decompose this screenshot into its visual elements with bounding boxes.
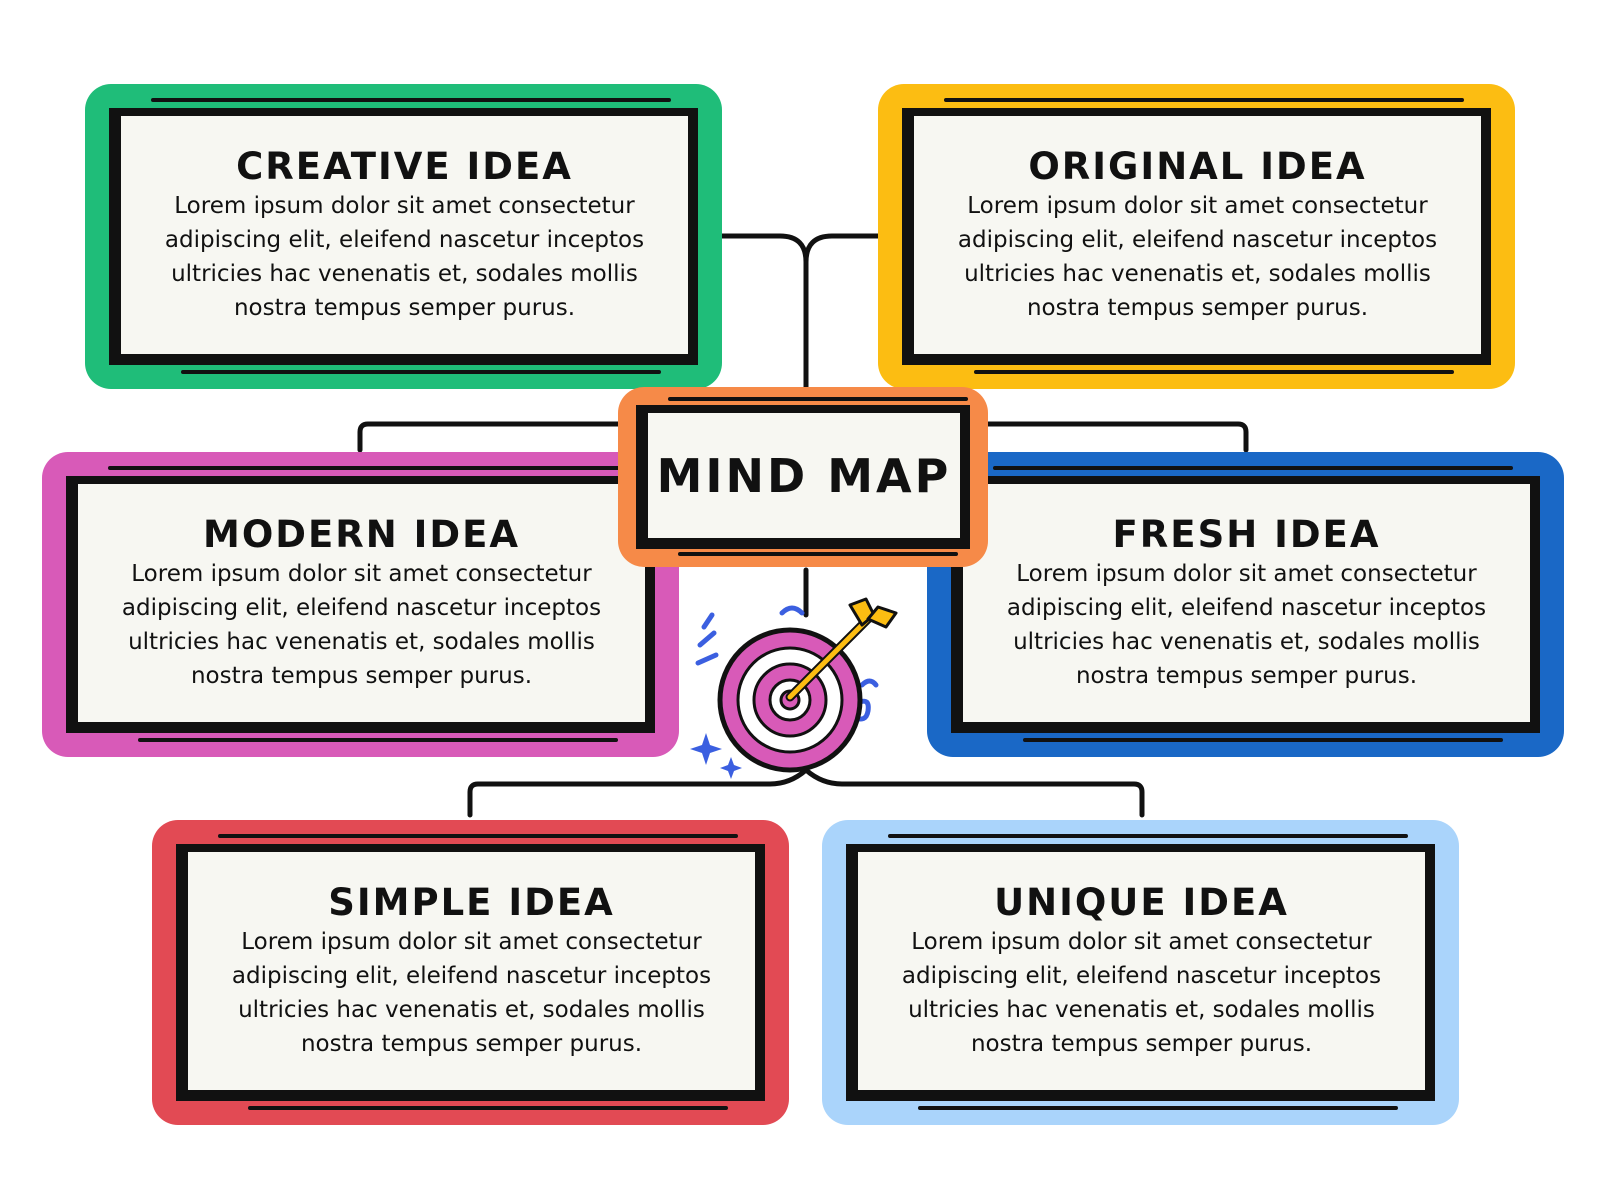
idea-title-creative: CREATIVE IDEA <box>236 145 573 188</box>
idea-title-simple: SIMPLE IDEA <box>328 881 615 924</box>
idea-card-fresh: FRESH IDEA Lorem ipsum dolor sit amet co… <box>927 452 1564 757</box>
arrow-fletching <box>848 597 898 629</box>
mind-map-center-card: MIND MAP <box>618 387 988 567</box>
target-with-arrow-icon <box>690 597 898 779</box>
mind-map-title: MIND MAP <box>656 448 952 503</box>
idea-card-creative: CREATIVE IDEA Lorem ipsum dolor sit amet… <box>85 84 722 389</box>
idea-card-original: ORIGINAL IDEA Lorem ipsum dolor sit amet… <box>878 84 1515 389</box>
idea-card-modern: MODERN IDEA Lorem ipsum dolor sit amet c… <box>42 452 679 757</box>
sparkle-marks <box>695 605 879 722</box>
connector-top <box>719 233 883 263</box>
idea-card-original-box: ORIGINAL IDEA Lorem ipsum dolor sit amet… <box>902 98 1491 374</box>
mind-map-center-box: MIND MAP <box>636 397 970 556</box>
idea-title-fresh: FRESH IDEA <box>1112 513 1381 556</box>
idea-title-original: ORIGINAL IDEA <box>1028 145 1367 188</box>
connector-middle-left <box>357 421 628 453</box>
idea-card-unique-box: UNIQUE IDEA Lorem ipsum dolor sit amet c… <box>846 834 1435 1110</box>
idea-card-simple-box: SIMPLE IDEA Lorem ipsum dolor sit amet c… <box>176 834 765 1110</box>
idea-card-modern-box: MODERN IDEA Lorem ipsum dolor sit amet c… <box>66 466 655 742</box>
idea-card-fresh-box: FRESH IDEA Lorem ipsum dolor sit amet co… <box>951 466 1540 742</box>
idea-card-unique: UNIQUE IDEA Lorem ipsum dolor sit amet c… <box>822 820 1459 1125</box>
star-marks <box>690 733 742 779</box>
idea-title-unique: UNIQUE IDEA <box>994 881 1289 924</box>
connector-middle-right <box>982 421 1249 453</box>
idea-title-modern: MODERN IDEA <box>203 513 520 556</box>
idea-card-simple: SIMPLE IDEA Lorem ipsum dolor sit amet c… <box>152 820 789 1125</box>
arrow-shaft-fill <box>787 616 871 700</box>
idea-card-creative-box: CREATIVE IDEA Lorem ipsum dolor sit amet… <box>109 98 698 374</box>
